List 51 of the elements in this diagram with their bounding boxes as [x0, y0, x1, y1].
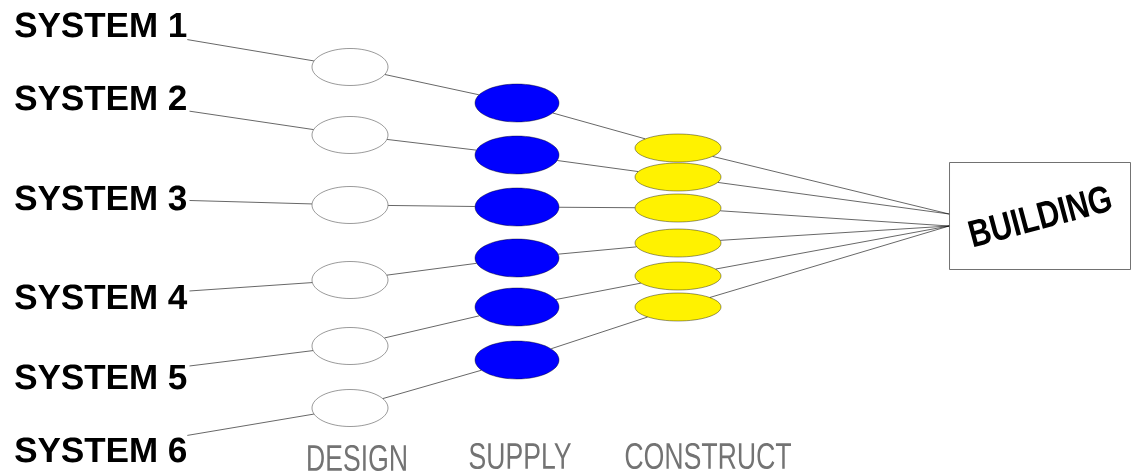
- ellipse: [311, 261, 389, 299]
- system-label: SYSTEM 6: [15, 437, 186, 463]
- ellipse: [474, 238, 560, 278]
- connector-line: [717, 182, 950, 215]
- ellipse: [474, 135, 560, 175]
- system-label: SYSTEM 5: [15, 364, 187, 390]
- ellipse: [311, 389, 389, 427]
- ellipse: [311, 48, 389, 86]
- stage-label: DESIGN: [308, 444, 406, 472]
- ellipse: [474, 83, 560, 123]
- connector-line: [187, 39, 315, 62]
- ellipse: [311, 116, 389, 154]
- connector-line: [558, 246, 637, 255]
- connector-line: [550, 316, 648, 350]
- connector-line: [552, 112, 646, 140]
- connector-line: [555, 282, 642, 300]
- ellipse: [311, 186, 389, 224]
- ellipse: [634, 261, 722, 291]
- ellipse: [474, 187, 560, 227]
- system-label: SYSTEM 2: [15, 85, 186, 111]
- connector-line: [386, 263, 477, 276]
- connector-line: [384, 74, 480, 96]
- ellipse: [474, 340, 560, 380]
- connector-line: [557, 160, 639, 172]
- connector-line: [720, 210, 950, 227]
- connector-line: [387, 205, 476, 207]
- ellipse: [634, 292, 722, 322]
- connector-line: [189, 200, 313, 205]
- stage-label: CONSTRUCT: [625, 442, 791, 470]
- connector-line: [386, 139, 477, 151]
- stage-label: SUPPLY: [469, 442, 571, 470]
- ellipse: [634, 133, 722, 163]
- ellipse: [634, 162, 722, 192]
- connector-line: [709, 225, 950, 298]
- connector-line: [384, 315, 480, 339]
- connector-line: [715, 225, 950, 270]
- connector-line: [558, 206, 636, 209]
- system-label: SYSTEM 4: [15, 284, 188, 310]
- connector-line: [189, 282, 313, 292]
- connector-line: [189, 350, 314, 367]
- ellipse: [474, 287, 560, 327]
- system-label: SYSTEM 1: [15, 12, 187, 38]
- connector-line: [382, 369, 482, 399]
- system-label: SYSTEM 3: [15, 185, 186, 211]
- connector-line: [187, 413, 315, 436]
- ellipse: [634, 228, 722, 258]
- ellipse: [311, 327, 389, 365]
- ellipse: [634, 193, 722, 223]
- building-box: BUILDING: [949, 162, 1131, 270]
- connector-line: [189, 110, 314, 130]
- connector-line: [720, 225, 950, 241]
